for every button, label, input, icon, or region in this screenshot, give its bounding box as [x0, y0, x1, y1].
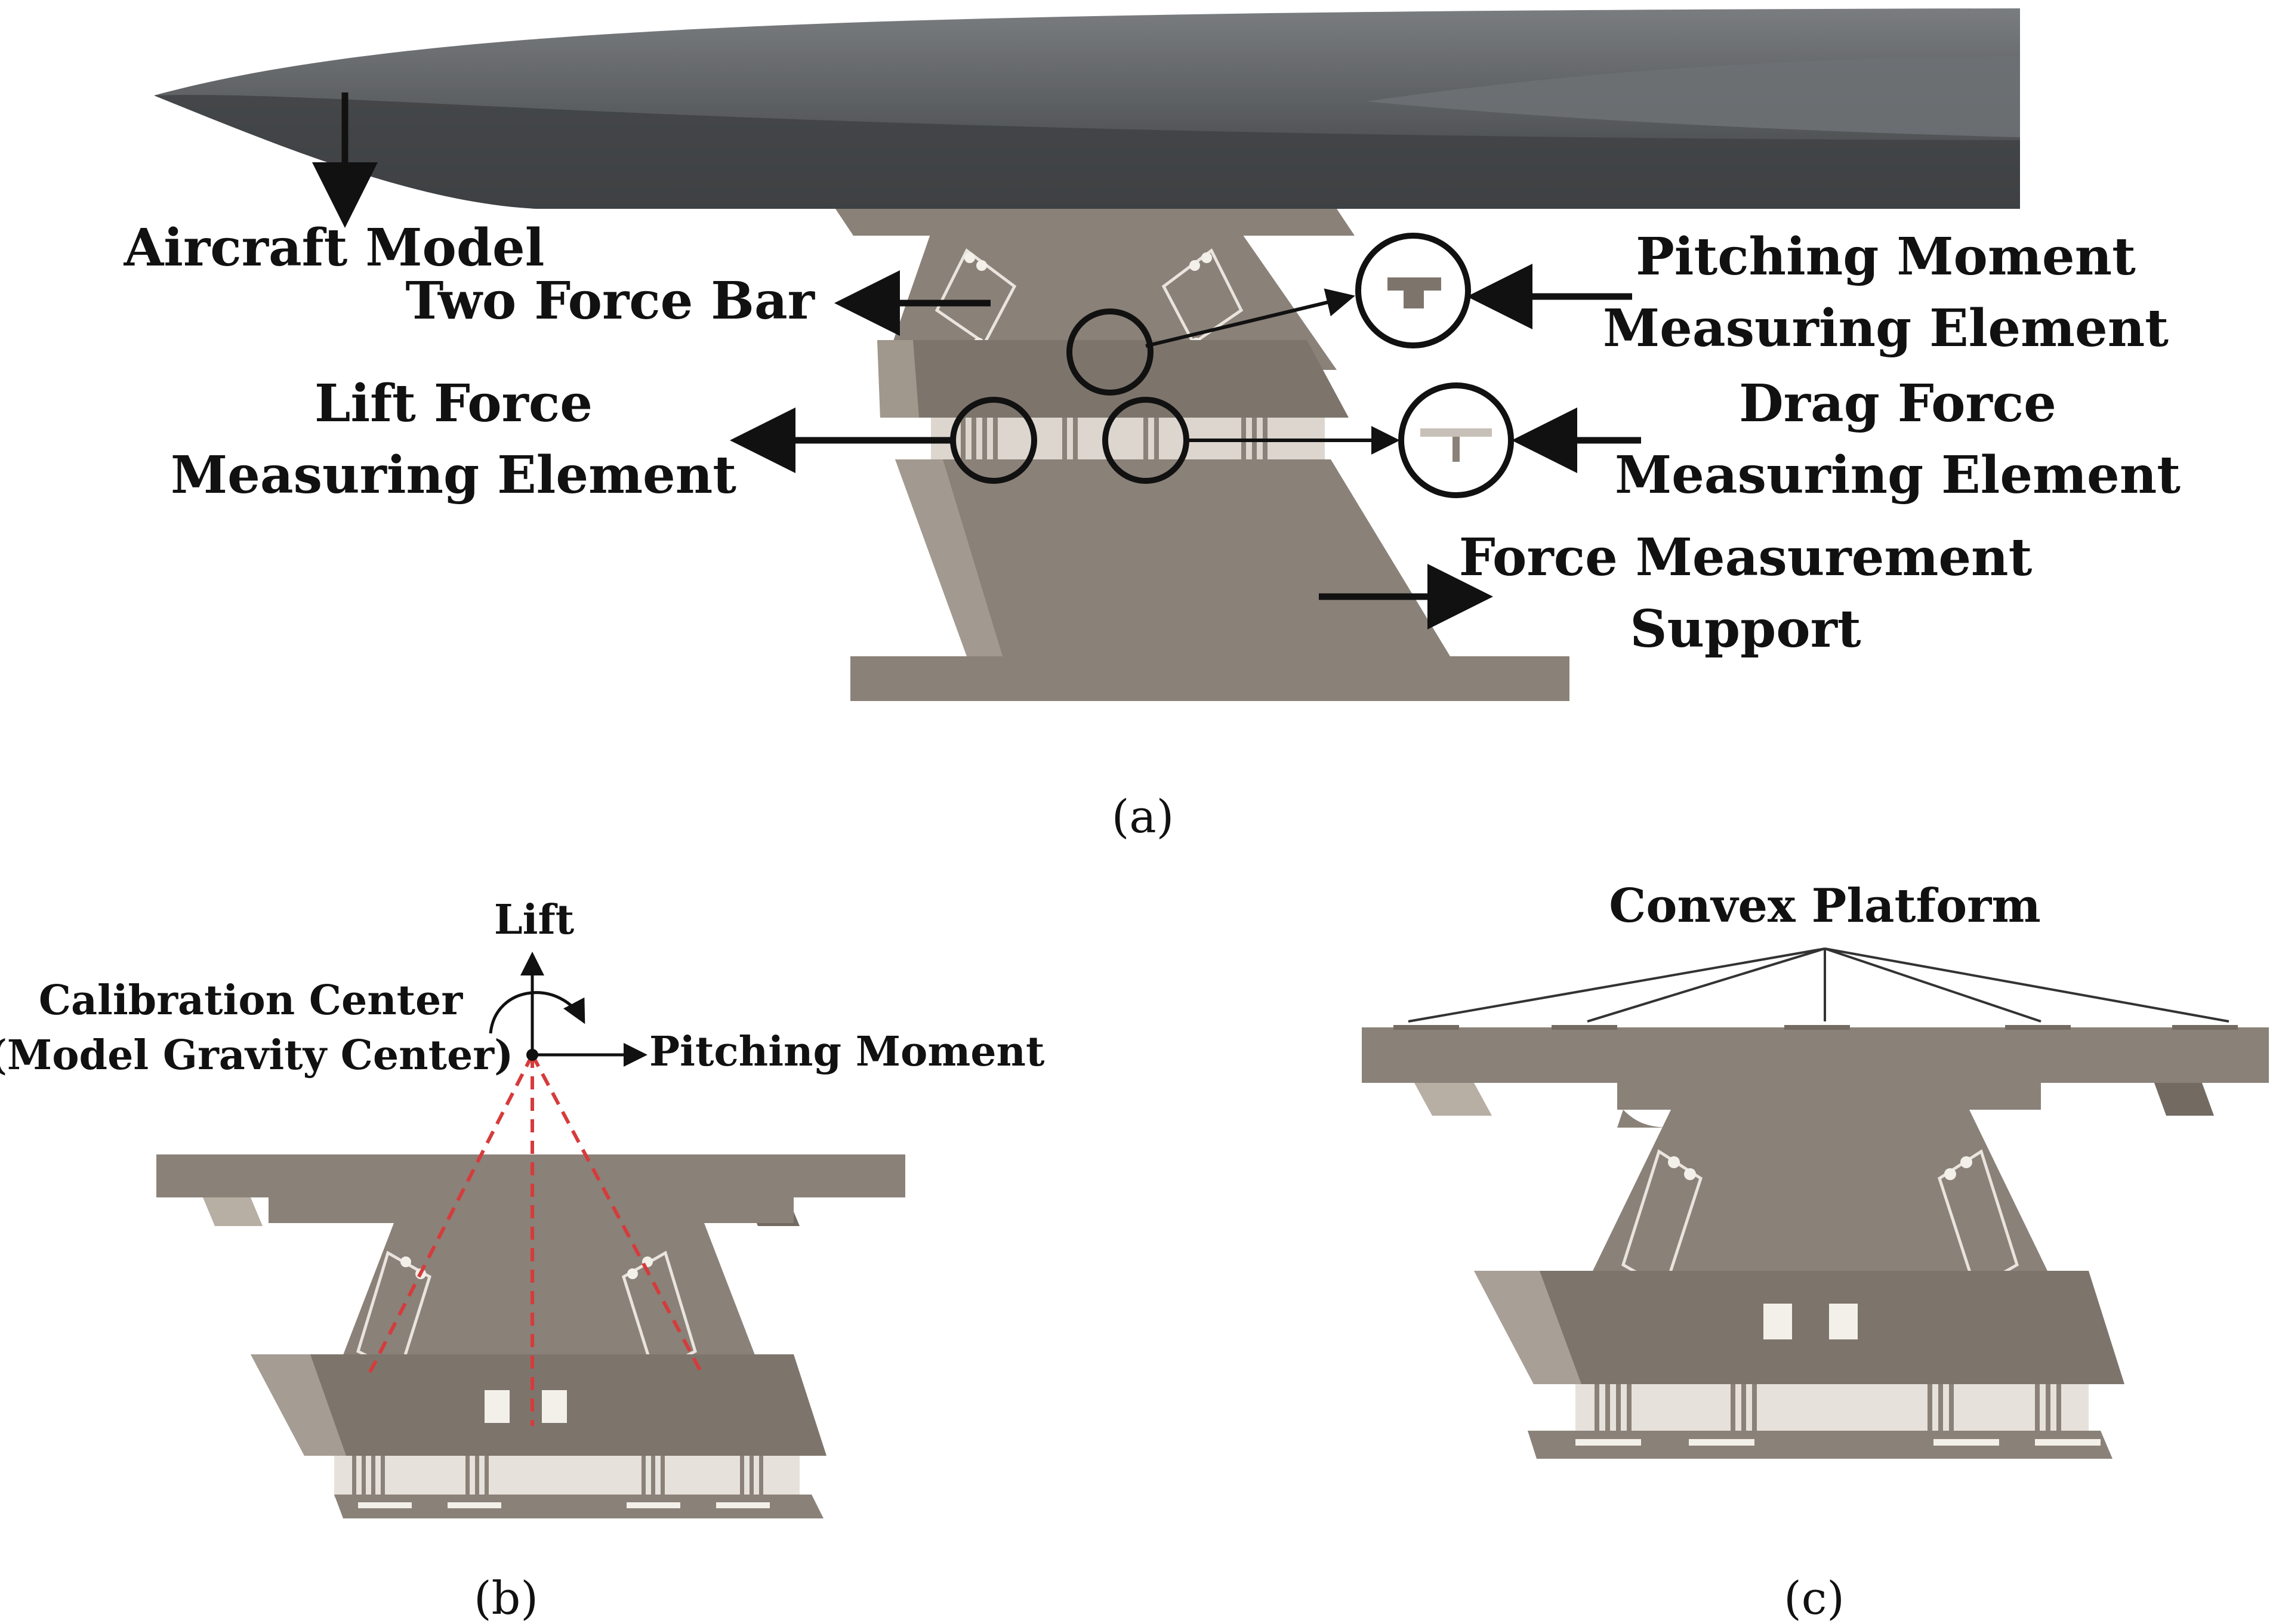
- panel-c: Convex Platform (c): [1362, 879, 2269, 1624]
- caption-b: (b): [474, 1571, 538, 1624]
- pitching-element-detail-icon: [1387, 277, 1441, 308]
- annotation-arrows-a: [312, 92, 1641, 629]
- calibration-label-line1: Calibration Center: [39, 977, 463, 1024]
- panel-b: Lift Calibration Center (Model Gravity C…: [0, 896, 1045, 1624]
- convex-platform-label: Convex Platform: [1609, 879, 2040, 933]
- lift-force-label-line1: Lift Force: [314, 373, 593, 434]
- force-axes: [489, 952, 647, 1067]
- panel-a: Aircraft Model Two Force Bar Lift Force …: [124, 8, 2181, 843]
- drag-element-detail-circle: [1398, 382, 1514, 498]
- aircraft-model-label: Aircraft Model: [124, 218, 545, 278]
- two-force-bar-circle: [1066, 308, 1154, 396]
- support-label-line2: Support: [1630, 599, 1861, 659]
- balance-structure-b: [156, 1154, 905, 1518]
- convex-platform-leaders: [1408, 947, 2229, 1023]
- calibration-center-dot: [526, 1049, 538, 1061]
- caption-c: (c): [1784, 1571, 1845, 1624]
- pitching-moment-label: Pitching Moment: [649, 1028, 1045, 1076]
- calibration-label-line2: (Model Gravity Center): [0, 1032, 513, 1079]
- two-force-bar-to-pitching-arrow: [1145, 288, 1355, 348]
- balance-structure-c: [1362, 1025, 2269, 1459]
- two-force-bar-label: Two Force Bar: [405, 271, 815, 331]
- pitching-label-line2: Measuring Element: [1603, 298, 2169, 359]
- moment-arc-arrow: [489, 991, 585, 1034]
- calibration-lines: [368, 1054, 703, 1426]
- lift-force-label-line2: Measuring Element: [171, 445, 736, 505]
- support-label-line1: Force Measurement: [1459, 527, 2033, 588]
- pitching-label-line1: Pitching Moment: [1636, 227, 2136, 287]
- drag-label-line1: Drag Force: [1739, 373, 2056, 434]
- aircraft-model-fuselage: [154, 8, 2020, 209]
- caption-a: (a): [1112, 790, 1174, 843]
- drag-label-line2: Measuring Element: [1615, 445, 2181, 505]
- lift-label: Lift: [494, 896, 575, 944]
- drag-element-detail-icon: [1420, 428, 1492, 462]
